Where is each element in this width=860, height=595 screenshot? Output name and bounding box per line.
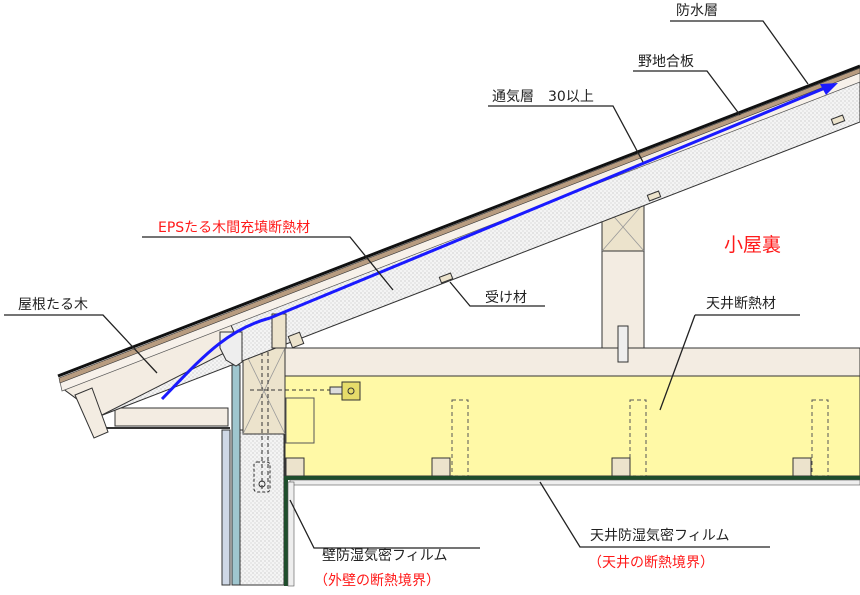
label-ceiling-boundary: （天井の断熱境界） [588, 555, 714, 571]
eave-soffit-joist [114, 407, 229, 427]
ceiling-header [285, 397, 315, 444]
ceiling-joist-band [284, 347, 860, 377]
wall-sheathing [231, 364, 241, 586]
ceiling-vapor-film [285, 476, 860, 480]
hanger-bracket [341, 381, 361, 401]
label-support-member: 受け材 [485, 290, 527, 306]
anchor-bolt [253, 461, 271, 493]
wall-vapor-film [284, 476, 288, 586]
interior-board [287, 481, 295, 587]
label-roof-sheathing: 野地合板 [638, 54, 694, 70]
label-attic: 小屋裏 [724, 234, 781, 256]
airflow-arrow [160, 86, 826, 401]
label-rafter: 屋根たる木 [18, 297, 88, 313]
ceiling-insulation-fill [284, 375, 860, 477]
ceiling-board [289, 479, 860, 486]
arrow-head-icon [820, 83, 838, 95]
label-wall-boundary: （外壁の断熱境界） [314, 573, 440, 589]
rafter-post [271, 313, 287, 349]
exterior-wall-siding [221, 429, 231, 586]
label-ceiling-insulation: 天井断熱材 [706, 296, 776, 312]
support-members [287, 114, 846, 349]
label-eps-insulation: EPSたる木間充填断熱材 [158, 220, 310, 236]
rafter-tail [74, 387, 109, 439]
leader-lines [4, 20, 809, 549]
waterproof-layer [57, 64, 860, 378]
label-waterproof-layer: 防水層 [676, 3, 718, 19]
label-ceiling-vapor-barrier: 天井防湿気密フィルム [590, 527, 729, 544]
label-ventilation-layer: 通気層 30以上 [492, 89, 594, 105]
roof-sheathing [58, 67, 860, 384]
label-wall-vapor-barrier: 壁防湿気密フィルム [322, 547, 447, 564]
